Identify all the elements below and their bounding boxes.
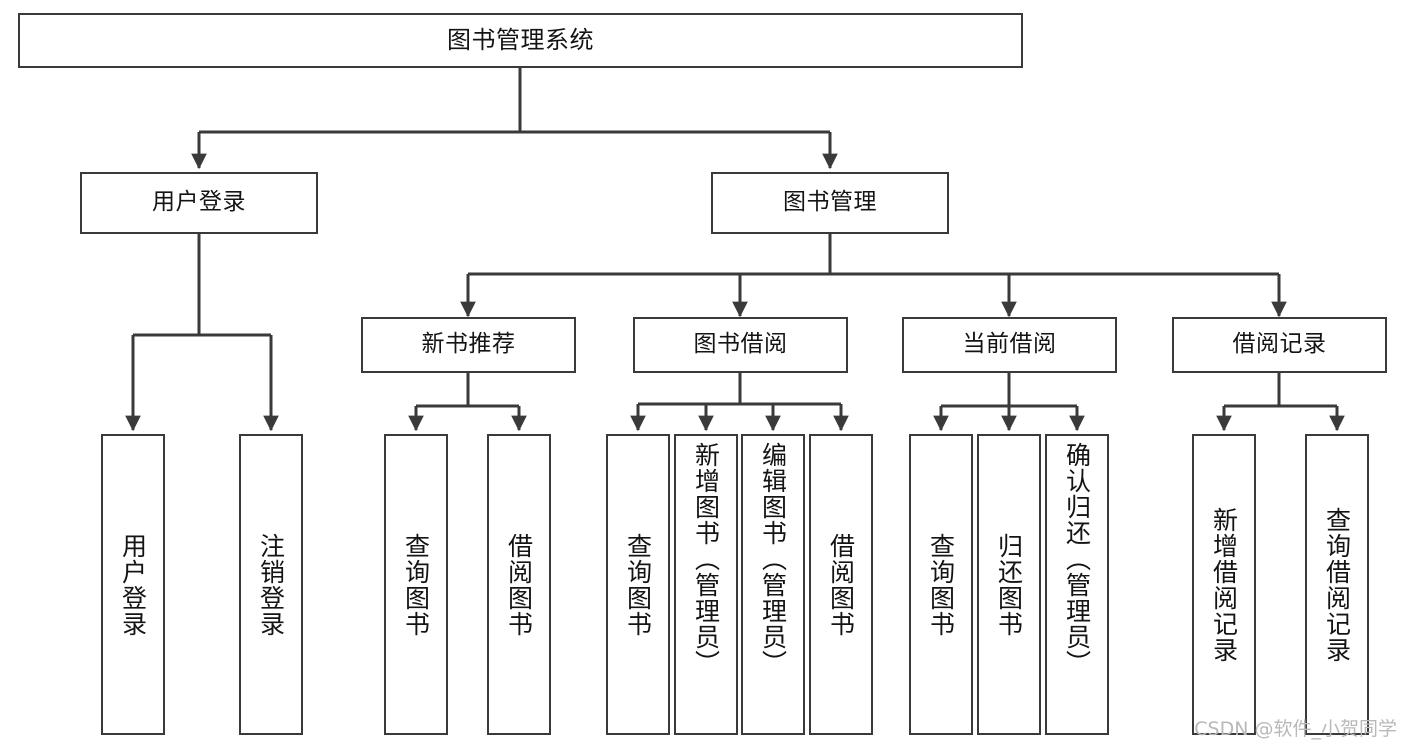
node-root-book-management-system[interactable]: 图书管理系统: [18, 13, 1023, 68]
node-leaf-newbook-query-book[interactable]: 查询图书: [384, 434, 448, 735]
node-label: 新书推荐: [421, 331, 516, 358]
node-leaf-borrow-borrow-book[interactable]: 借阅图书: [809, 434, 873, 735]
node-label: 注销登录: [256, 532, 286, 637]
node-leaf-current-return-book[interactable]: 归还图书: [977, 434, 1041, 735]
node-label: 确认归还（管理员）: [1062, 442, 1092, 676]
node-label: 查询图书: [623, 532, 653, 637]
node-leaf-user-logout[interactable]: 注销登录: [239, 434, 303, 735]
node-leaf-borrow-edit-book-admin[interactable]: 编辑图书（管理员）: [741, 434, 805, 735]
node-leaf-borrow-query-book[interactable]: 查询图书: [606, 434, 670, 735]
node-leaf-records-add-record[interactable]: 新增借阅记录: [1192, 434, 1256, 735]
node-label: 查询借阅记录: [1322, 506, 1352, 663]
node-label: 借阅图书: [504, 532, 534, 637]
node-leaf-current-confirm-return-admin[interactable]: 确认归还（管理员）: [1045, 434, 1109, 735]
node-leaf-borrow-add-book-admin[interactable]: 新增图书（管理员）: [674, 434, 738, 735]
node-label: 当前借阅: [962, 331, 1057, 358]
node-label: 归还图书: [994, 532, 1024, 637]
node-label: 编辑图书（管理员）: [758, 442, 788, 676]
node-label: 查询图书: [401, 532, 431, 637]
node-label: 图书借阅: [693, 331, 788, 358]
node-label: 图书管理系统: [447, 26, 594, 55]
node-leaf-user-login[interactable]: 用户登录: [101, 434, 165, 735]
node-book-borrow[interactable]: 图书借阅: [633, 317, 848, 373]
node-user-login[interactable]: 用户登录: [80, 172, 318, 234]
node-leaf-newbook-borrow-book[interactable]: 借阅图书: [487, 434, 551, 735]
node-current-borrow[interactable]: 当前借阅: [902, 317, 1117, 373]
node-label: 新增借阅记录: [1209, 506, 1239, 663]
node-borrow-records[interactable]: 借阅记录: [1172, 317, 1387, 373]
node-label: 图书管理: [783, 189, 877, 216]
node-label: 借阅图书: [826, 532, 856, 637]
node-book-management[interactable]: 图书管理: [711, 172, 949, 234]
node-leaf-records-query-record[interactable]: 查询借阅记录: [1305, 434, 1369, 735]
node-leaf-current-query-book[interactable]: 查询图书: [909, 434, 973, 735]
csdn-watermark: CSDN @软件_小贺同学: [1194, 718, 1397, 740]
node-label: 用户登录: [152, 189, 246, 216]
node-label: 借阅记录: [1232, 331, 1327, 358]
node-label: 新增图书（管理员）: [691, 442, 721, 676]
node-label: 查询图书: [926, 532, 956, 637]
node-label: 用户登录: [118, 532, 148, 637]
node-new-book-recommend[interactable]: 新书推荐: [361, 317, 576, 373]
